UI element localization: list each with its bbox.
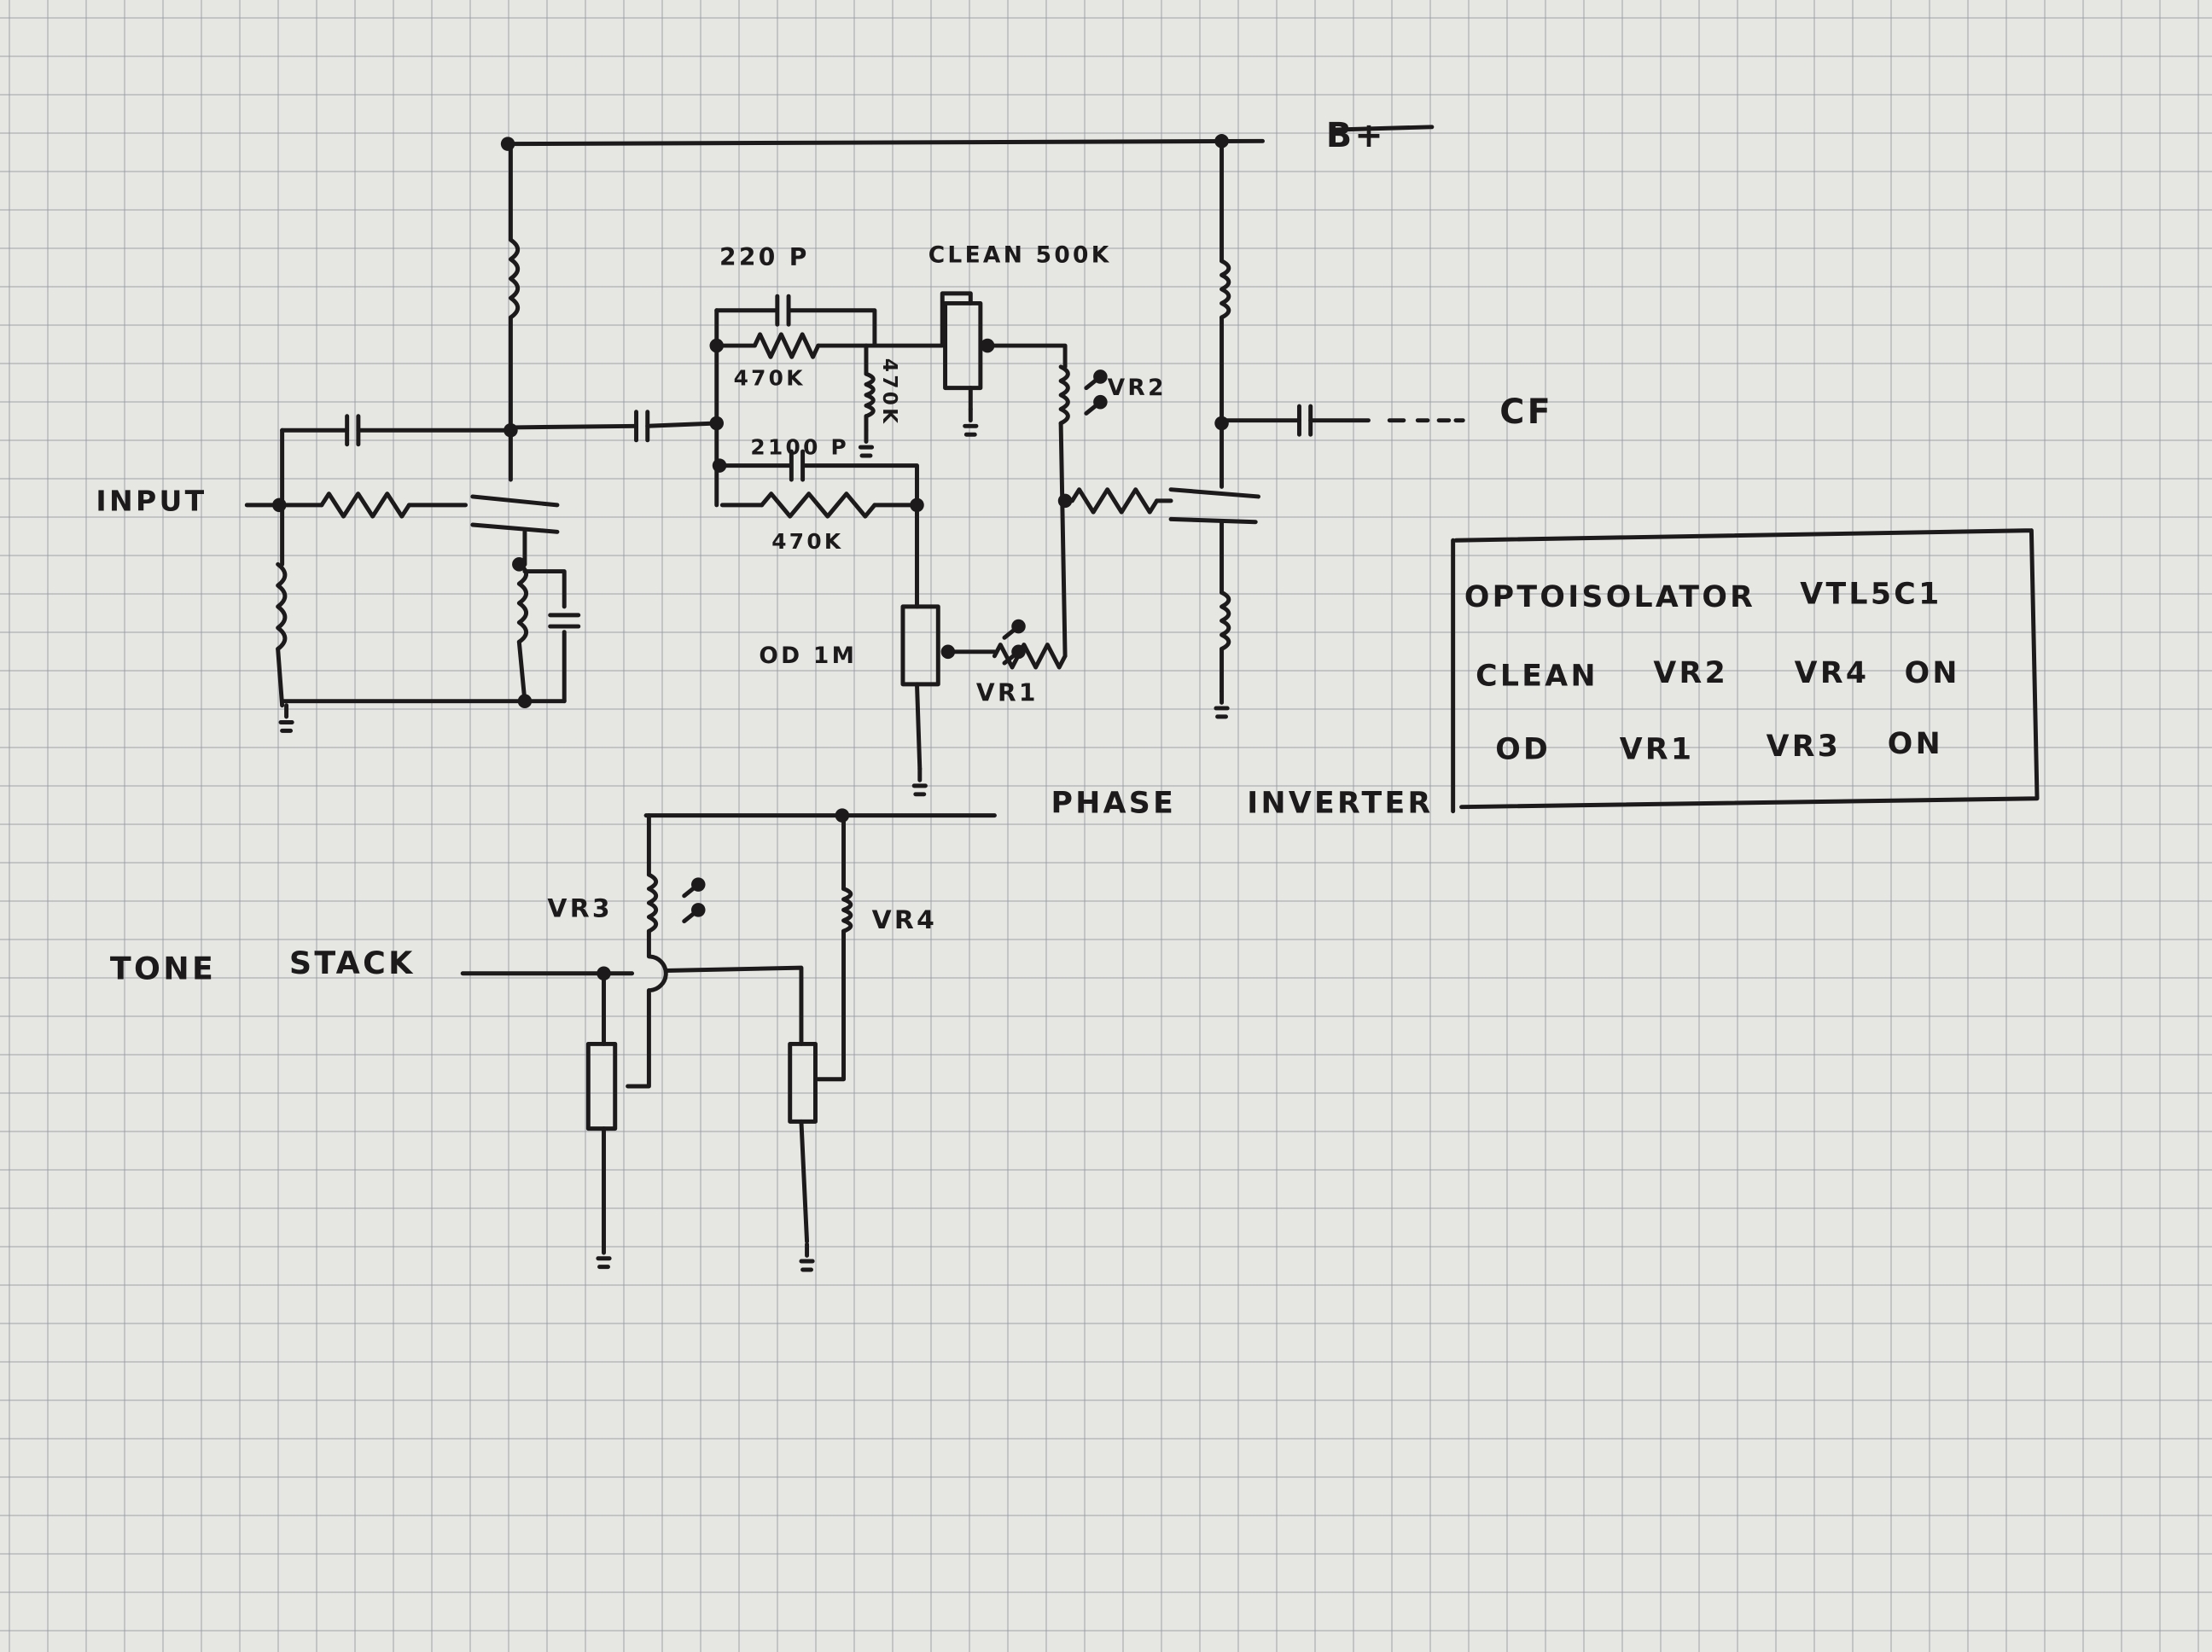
ground-symbol	[799, 1242, 815, 1272]
potentiometer	[900, 604, 940, 687]
label-vr1: VR1	[976, 679, 1039, 707]
legend-cell: ON	[1888, 727, 1943, 761]
label-470k-vertical: 470K	[878, 358, 900, 426]
junction-dot	[272, 497, 287, 513]
resistor	[1220, 259, 1231, 320]
optoisolator-legend-table: OPTOISOLATOR VTL5C1 CLEAN VR2 VR4 ON OD …	[1451, 528, 2040, 814]
wires	[244, 125, 1465, 1272]
label-vr4: VR4	[872, 905, 938, 935]
label-clean-pot: CLEAN 500K	[928, 242, 1112, 269]
junction-dot	[691, 903, 706, 917]
wire	[505, 138, 1265, 147]
wire	[1168, 487, 1261, 525]
label-2100p: 2100 P	[750, 434, 849, 459]
wire	[915, 682, 923, 771]
resistor	[1058, 364, 1070, 426]
wire	[816, 291, 973, 348]
label-phase: PHASE	[1051, 786, 1177, 820]
resistor	[508, 237, 521, 320]
junction-dot	[1093, 394, 1108, 410]
wire	[816, 928, 847, 1082]
resistor	[760, 492, 877, 519]
label-b-plus: B+	[1326, 116, 1386, 155]
resistor	[752, 332, 821, 359]
label-220p: 220 P	[719, 243, 810, 271]
resistor	[992, 643, 1068, 670]
resistor	[1069, 487, 1159, 515]
junction-dot	[517, 694, 533, 708]
ground-symbol	[858, 428, 875, 458]
junction-dot	[940, 644, 956, 660]
potentiometer	[788, 1041, 818, 1124]
label-tone: TONE	[110, 950, 216, 986]
legend-cell: VR4	[1795, 656, 1870, 690]
capacitor	[1296, 404, 1313, 437]
capacitor	[548, 613, 581, 629]
ground-symbol	[911, 766, 928, 797]
potentiometer	[943, 300, 983, 391]
resistor	[516, 561, 529, 644]
label-cf: CF	[1499, 393, 1553, 432]
ground-symbol	[278, 703, 294, 733]
capacitor	[789, 449, 806, 482]
legend-cell: VR1	[1620, 732, 1695, 766]
label-470k-top: 470K	[734, 365, 806, 390]
label-vr2: VR2	[1108, 375, 1167, 401]
wire	[470, 494, 560, 534]
wire	[1330, 125, 1435, 132]
capacitor	[345, 414, 361, 447]
resistor	[1220, 590, 1231, 651]
wire	[522, 569, 567, 609]
wire	[799, 1119, 810, 1244]
wire	[1058, 421, 1068, 659]
wire	[516, 639, 527, 704]
legend-cell: CLEAN	[1476, 659, 1598, 693]
capacitor	[634, 410, 650, 443]
junction-dot	[512, 557, 527, 572]
junction-dot	[910, 497, 924, 513]
resistor	[276, 561, 288, 651]
label-od-pot: OD 1M	[759, 643, 857, 669]
label-470k-bottom: 470K	[771, 529, 843, 554]
wire	[626, 928, 668, 1089]
legend-cell: OD	[1495, 732, 1551, 766]
wire	[717, 463, 919, 609]
legend-cell: OPTOISOLATOR	[1464, 580, 1755, 614]
label-input: INPUT	[96, 484, 207, 517]
legend-cell: VR2	[1653, 656, 1728, 690]
capacitor	[775, 294, 791, 327]
wire	[460, 965, 804, 1046]
resistor	[864, 371, 876, 419]
junction-dot	[1057, 493, 1073, 509]
junction-dot	[709, 416, 725, 431]
wire	[985, 343, 1068, 369]
ground-symbol	[963, 406, 979, 437]
wire	[276, 647, 285, 708]
wire	[508, 421, 719, 430]
junction-dot	[1093, 369, 1108, 384]
resistor	[841, 887, 853, 934]
junction-dot	[1011, 644, 1026, 660]
wire	[714, 308, 877, 348]
resistor	[646, 872, 659, 934]
potentiometer	[585, 1041, 618, 1131]
resistor	[319, 492, 411, 519]
legend-cell: VTL5C1	[1800, 578, 1941, 612]
label-inverter: INVERTER	[1247, 786, 1433, 820]
ground-symbol	[1214, 689, 1230, 719]
junction-dot	[1011, 619, 1026, 634]
junction-dot	[691, 877, 706, 892]
legend-cell: ON	[1905, 656, 1960, 690]
label-stack: STACK	[289, 945, 416, 981]
ground-symbol	[596, 1239, 612, 1270]
junction-dot	[980, 338, 995, 353]
legend-cell: VR3	[1767, 730, 1842, 764]
label-vr3: VR3	[547, 894, 613, 924]
